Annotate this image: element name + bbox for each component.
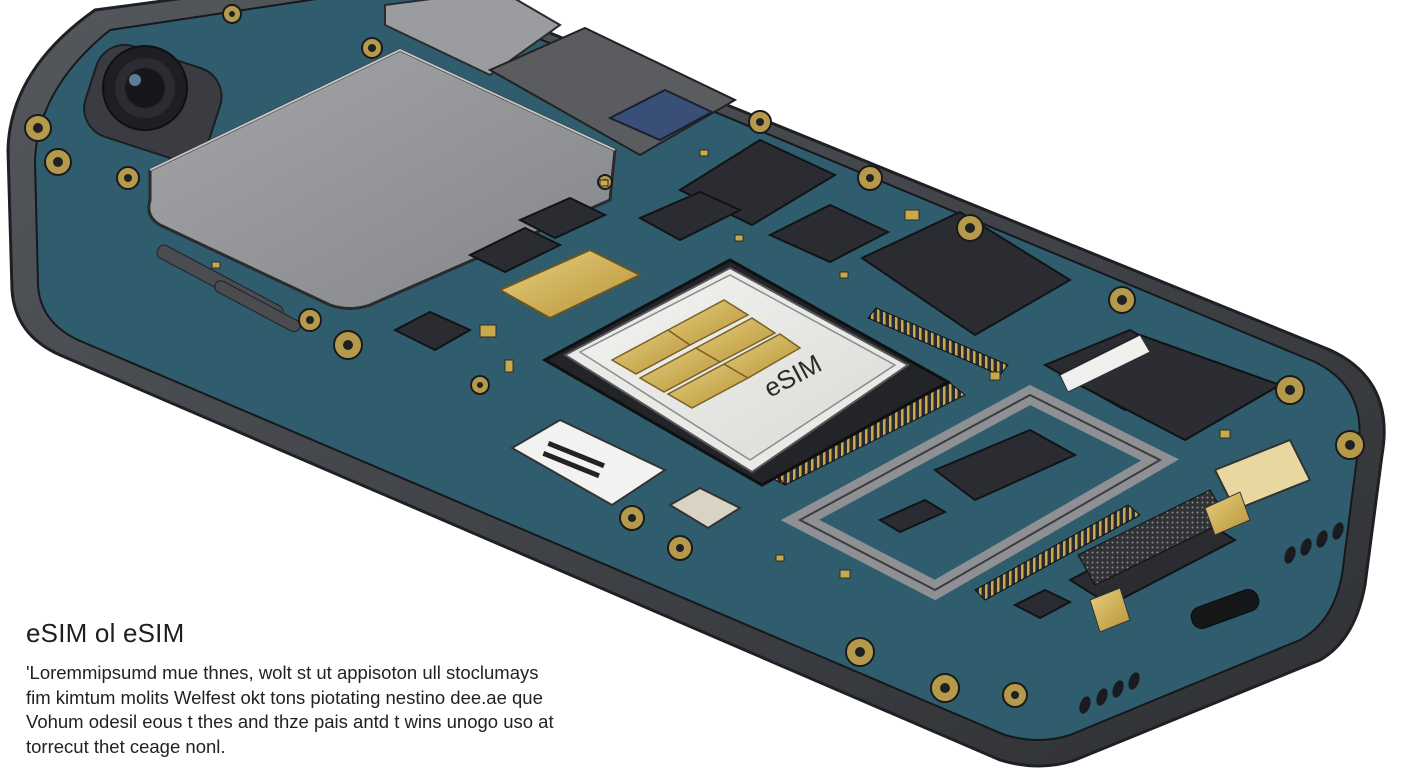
- camera-module: [83, 44, 223, 161]
- caption-line: Vohum odesil eous t thes and thze pais a…: [26, 711, 554, 732]
- lower-frame: [780, 384, 1179, 601]
- gold-pad: [497, 248, 643, 320]
- right-connector: [1057, 333, 1312, 633]
- caption-block: eSIM ol eSIM 'Loremmipsumd mue thnes, wo…: [26, 618, 586, 759]
- caption-line: 'Loremmipsumd mue thnes, wolt st ut appi…: [26, 662, 539, 683]
- screw-mounts: [24, 4, 1365, 708]
- caption-line: torrecut thet ceage nonl.: [26, 735, 226, 757]
- sim-gold-contacts: [610, 299, 802, 409]
- passive-components: [211, 149, 1231, 579]
- ic-chips: [392, 138, 1238, 620]
- top-shields: [384, 0, 738, 157]
- caption-line: fim kimtum molits Welfest okt tons piota…: [26, 686, 543, 708]
- sim-tray: eSIM: [541, 258, 952, 487]
- caption-title: eSIM ol eSIM: [26, 618, 185, 648]
- small-card: [509, 418, 743, 530]
